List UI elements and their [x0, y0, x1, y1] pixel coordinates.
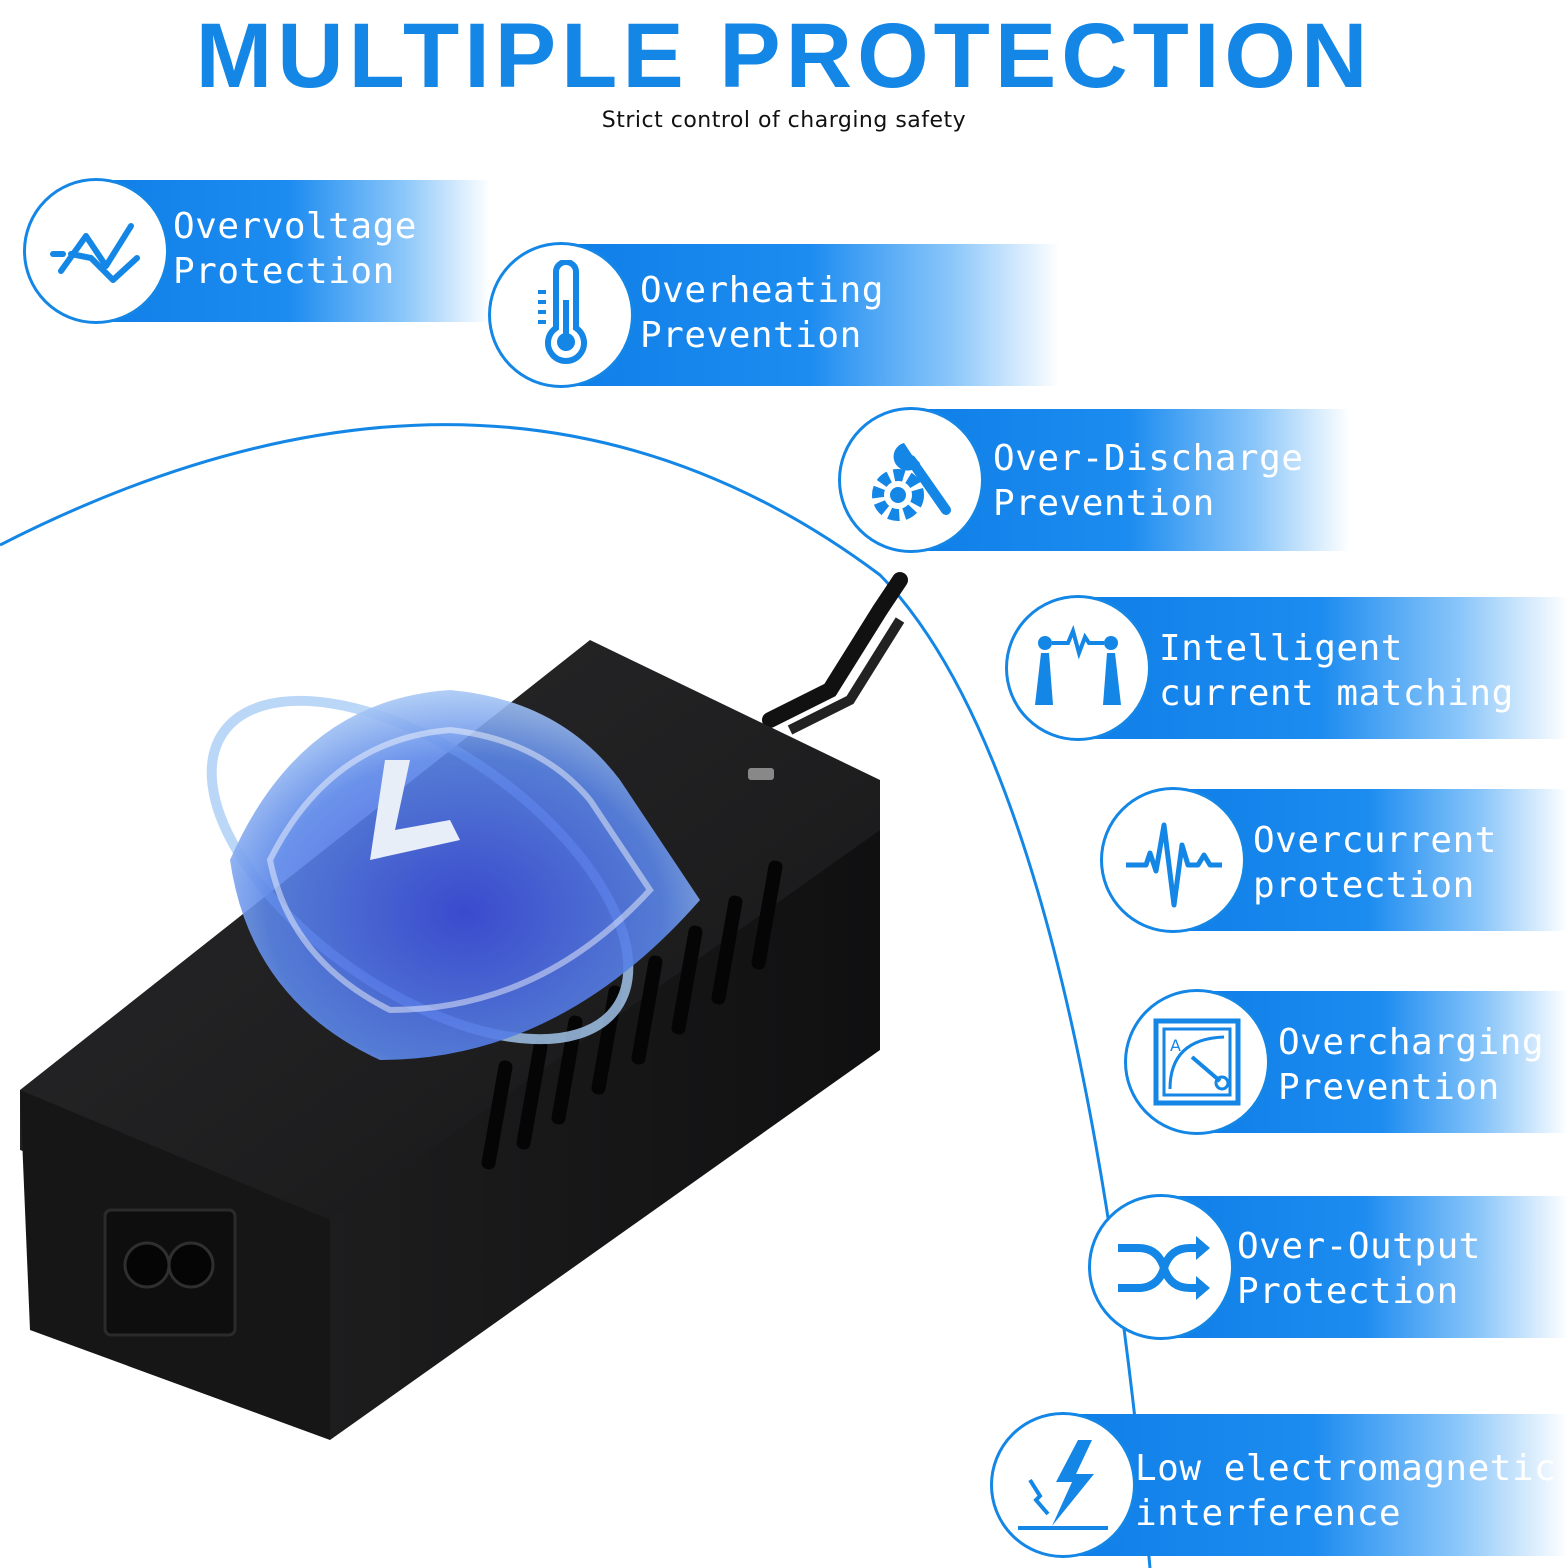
page-title: MULTIPLE PROTECTION	[195, 5, 1373, 107]
shield	[230, 690, 700, 1060]
badge-overcharging: A	[1124, 989, 1270, 1135]
badge-overcurrent	[1100, 787, 1246, 933]
charger-side	[330, 830, 880, 1440]
badge-over-discharge	[838, 407, 984, 553]
svg-text:A: A	[1170, 1036, 1181, 1055]
banner-intelligent	[1075, 597, 1568, 739]
ammeter-icon: A	[1153, 1018, 1241, 1106]
badge-overheating	[488, 242, 634, 388]
pulse-icon	[1126, 822, 1222, 908]
thermometer-icon	[538, 260, 587, 364]
current-matching-icon	[1035, 624, 1121, 705]
banner-low-emi	[1060, 1414, 1568, 1556]
gear-wrench-icon	[872, 443, 951, 521]
banner-overheating	[560, 244, 1060, 386]
check-mark	[370, 760, 460, 860]
shuffle-icon	[1118, 1236, 1210, 1300]
page-subtitle: Strict control of charging safety	[601, 108, 967, 133]
overvoltage-icon	[50, 223, 140, 283]
badge-over-output	[1088, 1194, 1234, 1340]
badge-overvoltage	[23, 178, 169, 324]
lightning-icon	[1018, 1440, 1108, 1530]
badge-low-emi	[990, 1412, 1136, 1558]
badge-intelligent	[1005, 595, 1151, 741]
